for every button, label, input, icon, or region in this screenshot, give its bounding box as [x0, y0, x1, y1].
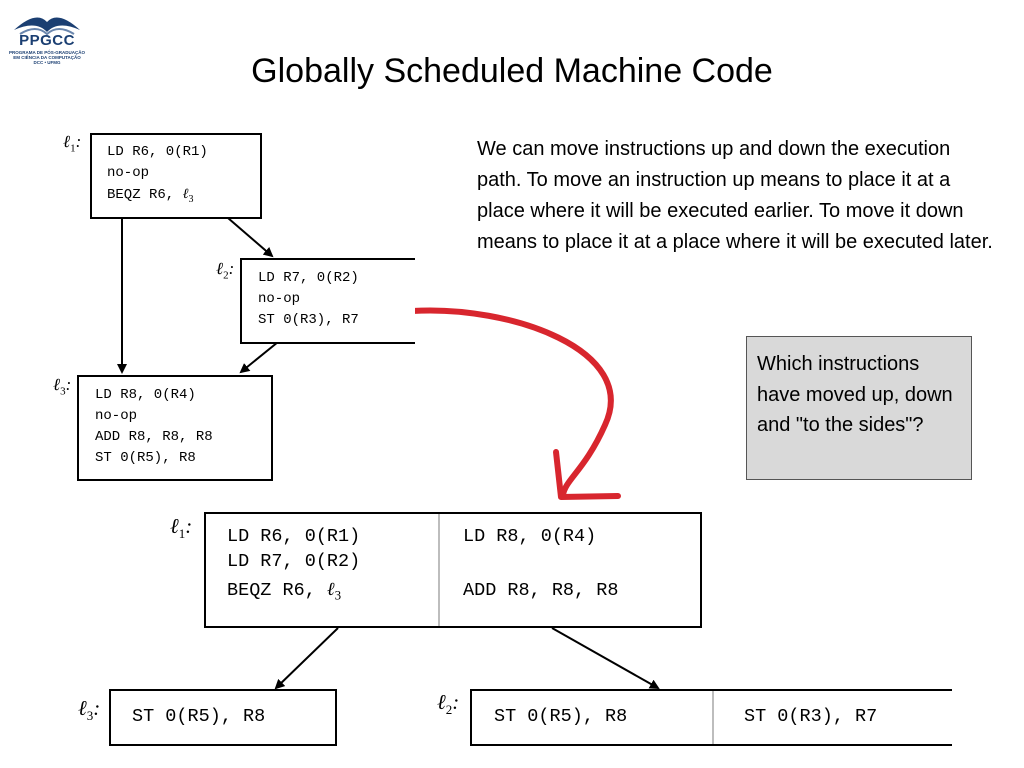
sched-l1-left-column: LD R6, 0(R1) LD R7, 0(R2) BEQZ R6, ℓ3	[227, 522, 360, 610]
sched-instr-st-r3: ST 0(R3), R7	[744, 706, 878, 727]
edge-l1-to-l2	[227, 217, 274, 258]
instr-noop-l1: no-op	[107, 165, 150, 181]
sched-instr-ld-r6: LD R6, 0(R1)	[227, 526, 361, 547]
logo-subtitle-1: PROGRAMA DE PÓS-GRADUAÇÃO	[8, 50, 86, 55]
sched-instr-add-r8: ADD R8, R8, R8	[463, 580, 619, 601]
instr-add-r8: ADD R8, R8, R8	[95, 429, 213, 445]
sched-empty-slot	[463, 547, 618, 576]
sched-block-l1: LD R6, 0(R1) LD R7, 0(R2) BEQZ R6, ℓ3 LD…	[204, 512, 702, 628]
sched-label-l1: ℓ1:	[170, 514, 193, 542]
move-highlight-arrow	[409, 307, 614, 498]
instr-ld-r7: LD R7, 0(R2)	[258, 270, 359, 286]
sched-l1-divider	[438, 514, 440, 626]
edge-sched-l1-to-l3	[274, 627, 339, 690]
description-text: We can move instructions up and down the…	[477, 138, 993, 253]
sched-l1-right-column: LD R8, 0(R4) ADD R8, R8, R8	[463, 522, 618, 605]
label-l3: ℓ3:	[53, 375, 72, 398]
instr-ld-r8: LD R8, 0(R4)	[95, 387, 196, 403]
logo-name: PPGCC	[19, 32, 75, 49]
block-l1: LD R6, 0(R1) no-op BEQZ R6, ℓ3	[90, 133, 262, 219]
question-box: Which instructions have moved up, down a…	[746, 336, 972, 480]
logo-emblem-icon	[14, 17, 80, 36]
instr-ld-r6: LD R6, 0(R1)	[107, 144, 208, 160]
block-l3: LD R8, 0(R4) no-op ADD R8, R8, R8 ST 0(R…	[77, 375, 273, 481]
edge-l2-to-l3	[239, 341, 279, 374]
instr-noop-l2: no-op	[258, 291, 301, 307]
instr-st-r5: ST 0(R5), R8	[95, 450, 196, 466]
sched-l2-divider	[712, 691, 714, 744]
logo-subtitle-3: DCC • UFMG	[33, 60, 61, 65]
instr-st-r3: ST 0(R3), R7	[258, 312, 359, 328]
instr-beqz: BEQZ R6, ℓ3	[107, 187, 194, 205]
sched-instr-beqz: BEQZ R6, ℓ3	[227, 580, 342, 603]
sched-instr-ld-r8: LD R8, 0(R4)	[463, 526, 597, 547]
label-l2: ℓ2:	[216, 259, 235, 282]
slide-title: Globally Scheduled Machine Code	[251, 52, 773, 90]
sched-instr-ld-r7: LD R7, 0(R2)	[227, 551, 361, 572]
sched-instr-st-r5-l2: ST 0(R5), R8	[494, 706, 628, 727]
logo-subtitle-2: EM CIÊNCIA DA COMPUTAÇÃO	[13, 55, 81, 60]
sched-label-l2: ℓ2:	[437, 690, 460, 718]
label-l1: ℓ1:	[63, 132, 82, 155]
edge-sched-l1-to-l2	[551, 627, 660, 689]
block-l2: LD R7, 0(R2) no-op ST 0(R3), R7	[240, 258, 415, 344]
move-highlight-arrowhead	[553, 449, 621, 500]
sched-label-l3: ℓ3:	[78, 696, 101, 724]
sched-instr-st-r5-l3: ST 0(R5), R8	[132, 706, 266, 727]
sched-block-l3: ST 0(R5), R8	[109, 689, 337, 746]
sched-block-l2: ST 0(R5), R8 ST 0(R3), R7	[470, 689, 952, 746]
instr-noop-l3: no-op	[95, 408, 138, 424]
